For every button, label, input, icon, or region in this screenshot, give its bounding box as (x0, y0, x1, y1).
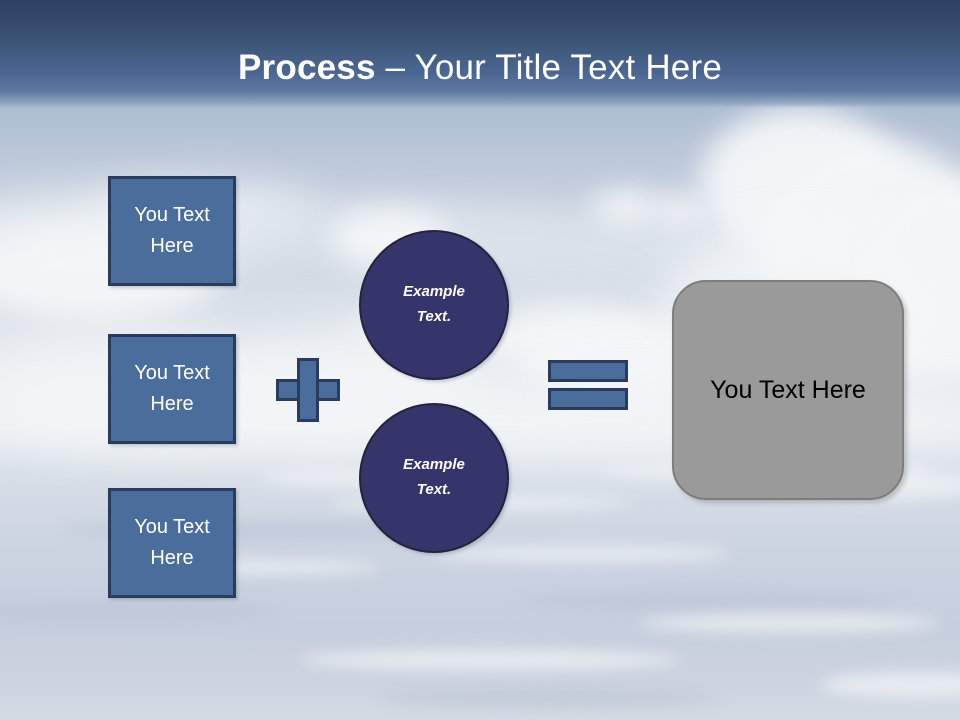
example-circle-1-line1: Example (403, 283, 465, 301)
water-ripple (300, 650, 680, 670)
input-box-3-label: You Text Here (134, 516, 210, 569)
example-circle-1-line2: Text. (416, 308, 452, 325)
page-title-emphasis: Process (238, 48, 376, 87)
plus-center-fill (300, 382, 316, 398)
water-ripple (430, 546, 730, 562)
example-circle-2-line2: Text. (416, 481, 452, 498)
cloud-shape (650, 196, 710, 228)
water-ripple (520, 590, 900, 612)
slide-header-band (0, 0, 960, 108)
example-circle-2-line1: Example (403, 456, 465, 474)
input-box-2[interactable]: You Text Here (108, 334, 236, 444)
result-box-label: You Text Here (710, 375, 866, 404)
input-box-2-label: You Text Here (134, 362, 210, 415)
equals-sign-icon (548, 360, 628, 410)
water-ripple (0, 600, 280, 624)
result-box[interactable]: You Text Here (672, 280, 904, 500)
water-ripple (380, 688, 720, 708)
equals-bottom-bar (548, 388, 628, 410)
input-box-1[interactable]: You Text Here (108, 176, 236, 286)
input-box-3[interactable]: You Text Here (108, 488, 236, 598)
page-title-rest: – Your Title Text Here (375, 48, 722, 87)
input-box-1-label: You Text Here (134, 204, 210, 257)
plus-sign-icon (276, 358, 340, 422)
cloud-shape (590, 190, 660, 226)
equals-top-bar (548, 360, 628, 382)
page-title: Process – Your Title Text Here (0, 48, 960, 88)
water-ripple (640, 614, 940, 632)
